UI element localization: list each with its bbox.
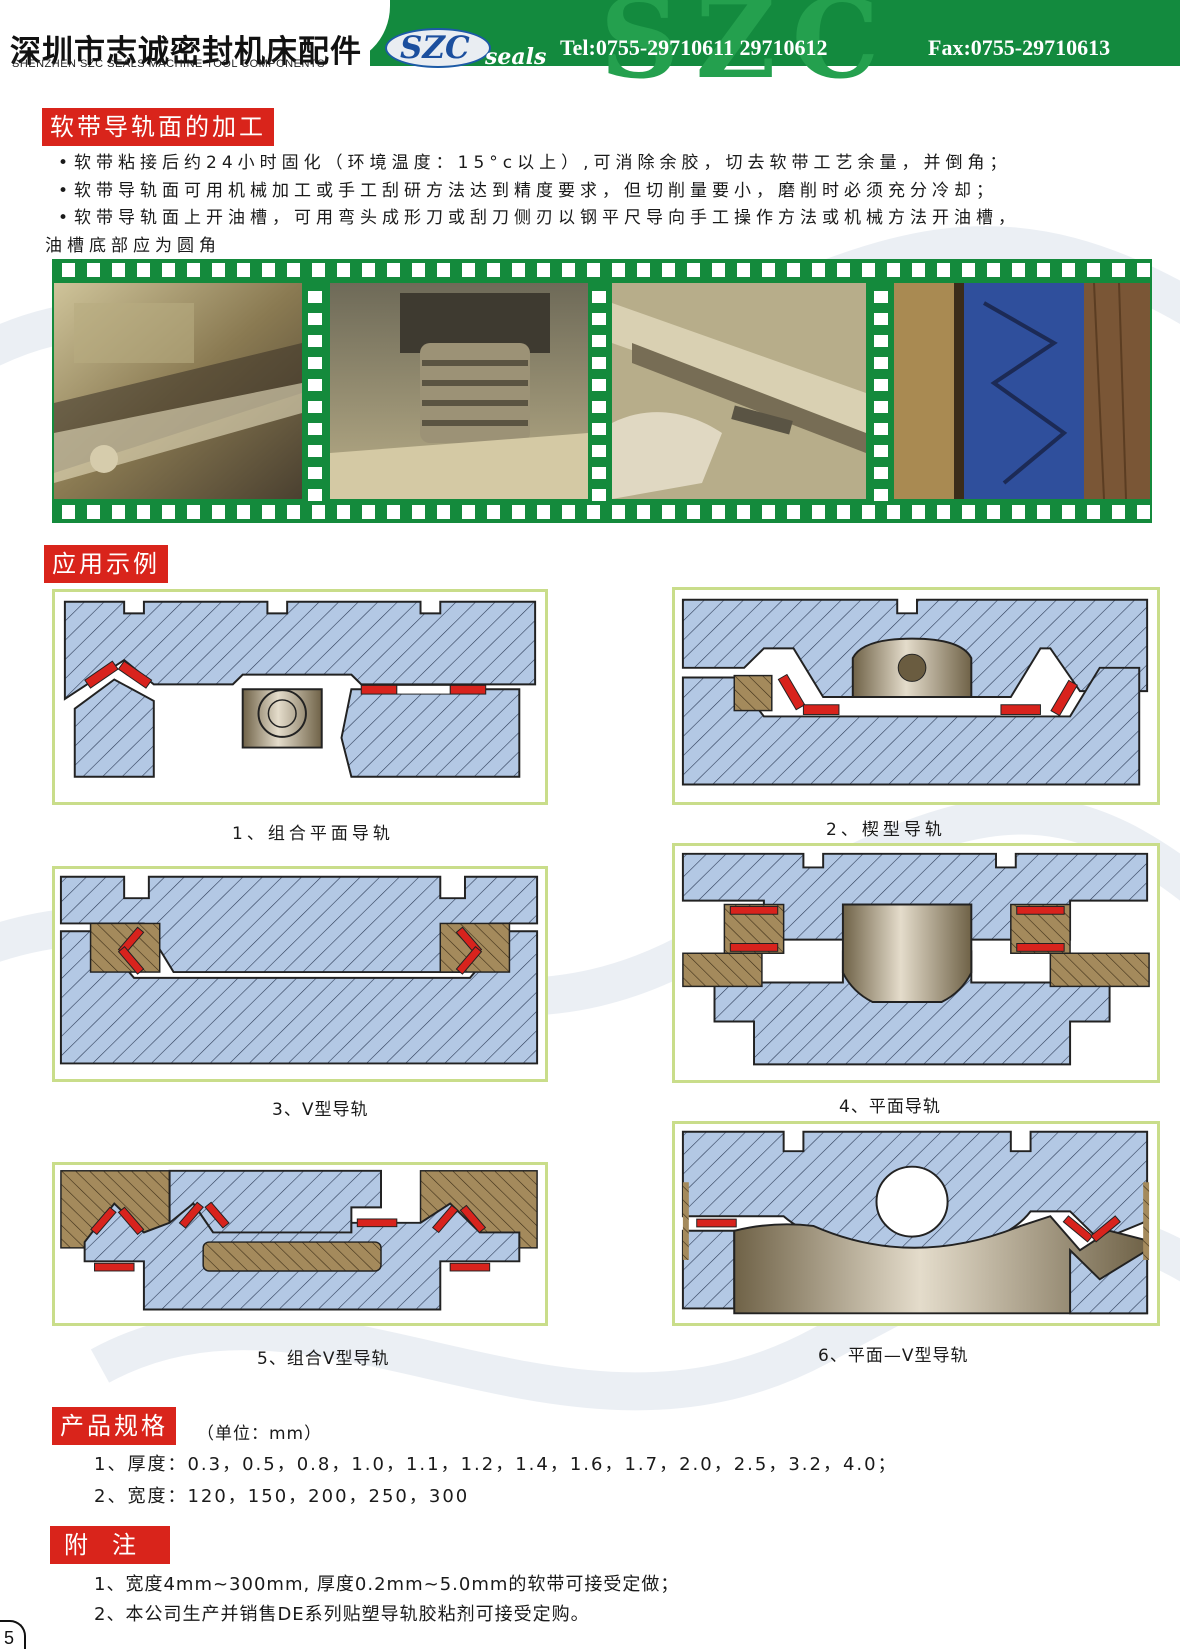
caption-diagram-5: 5、组合V型导轨: [257, 1349, 390, 1369]
header-white-tab: [0, 0, 390, 66]
caption-diagram-4: 4、平面导轨: [839, 1097, 941, 1117]
company-name-cn: 深圳市志诚密封机床配件: [10, 34, 362, 70]
film-perforation-divider: [592, 283, 606, 503]
logo-text: SZC: [400, 30, 470, 66]
caption-diagram-6: 6、平面—V型导轨: [818, 1346, 969, 1366]
section-title-processing: 软带导轨面的加工: [42, 108, 274, 146]
bullet-3-continued: 油槽底部应为圆角: [45, 236, 221, 256]
film-perforation-divider: [308, 283, 322, 503]
section-title-specs: 产品规格: [52, 1407, 176, 1445]
bullet-2: •软带导轨面可用机械加工或手工刮研方法达到精度要求，但切削量要小，磨削时必须充分…: [58, 176, 998, 201]
film-perforation-bottom: [52, 505, 1152, 519]
photo-machining-3: [612, 283, 866, 499]
film-perforation-top: [52, 263, 1152, 277]
page-number: 5: [4, 1628, 15, 1648]
bullet-text: 软带粘接后约24小时固化（环境温度：15°c以上）,可消除余胶，切去软带工艺余量…: [74, 153, 1012, 173]
company-name-en: SHENZHEN SZC SEALS MACHINE TOOL COMPONEN…: [12, 58, 325, 70]
caption-diagram-3: 3、V型导轨: [272, 1100, 369, 1120]
specs-unit: （单位：mm）: [197, 1424, 323, 1444]
diagram-combined-v-guide: [52, 1162, 548, 1326]
bullet-text: 软带导轨面上开油槽，可用弯头成形刀或刮刀侧刃以钢平尺导向手工操作方法或机械方法开…: [74, 208, 1021, 228]
diagram-flat-guide: [672, 843, 1160, 1083]
page-header: SZC 深圳市志诚密封机床配件 SHENZHEN SZC SEALS MACHI…: [0, 0, 1180, 103]
bullet-symbol: •: [58, 153, 69, 173]
diagram-wedge-guide: [672, 587, 1160, 805]
diagram-v-guide: [52, 866, 548, 1082]
note-1: 1、宽度4mm~300mm, 厚度0.2mm~5.0mm的软带可接受定做；: [94, 1574, 680, 1595]
page-corner: [0, 1620, 26, 1649]
diagram-flat-v-guide: [672, 1121, 1160, 1326]
photo-machining-1: [54, 283, 302, 499]
header-tel: Tel:0755-29710611 29710612: [560, 35, 828, 60]
caption-diagram-1: 1、组合平面导轨: [232, 824, 394, 844]
section-title-notes: 附注: [50, 1526, 170, 1564]
bullet-symbol: •: [58, 181, 69, 201]
header-watermark: SZC: [600, 0, 896, 103]
logo-subtext: seals: [485, 44, 547, 70]
header-fax: Fax:0755-29710613: [928, 35, 1111, 60]
section-title-examples: 应用示例: [44, 545, 168, 583]
bullet-text: 软带导轨面可用机械加工或手工刮研方法达到精度要求，但切削量要小，磨削时必须充分冷…: [74, 181, 999, 201]
logo-oval: [385, 28, 491, 68]
photo-machining-2: [330, 283, 588, 499]
caption-diagram-2: 2、楔型导轨: [826, 820, 946, 840]
bullet-3: •软带导轨面上开油槽，可用弯头成形刀或刮刀侧刃以钢平尺导向手工操作方法或机械方法…: [58, 203, 1020, 228]
bullet-symbol: •: [58, 208, 69, 228]
film-perforation-divider: [874, 283, 888, 503]
note-2: 2、本公司生产并销售DE系列贴塑导轨胶粘剂可接受定购。: [94, 1604, 590, 1625]
bullet-1: •软带粘接后约24小时固化（环境温度：15°c以上）,可消除余胶，切去软带工艺余…: [58, 148, 1012, 173]
diagram-combined-flat-guide: [52, 589, 548, 805]
spec-thickness: 1、厚度：0.3，0.5，0.8，1.0，1.1，1.2，1.4，1.6，1.7…: [94, 1454, 898, 1475]
photo-film-strip: [52, 259, 1152, 523]
spec-width: 2、宽度：120，150，200，250，300: [94, 1486, 470, 1507]
photo-oil-groove: [894, 283, 1150, 499]
header-green-band: [370, 0, 1180, 66]
